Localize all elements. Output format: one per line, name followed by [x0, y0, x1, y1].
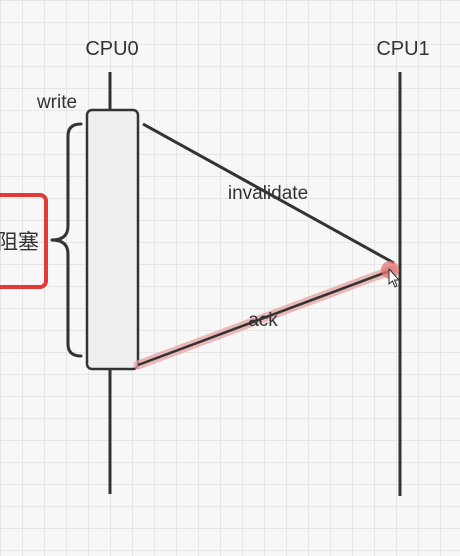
pointer-cursor-icon [388, 267, 401, 288]
ack-message-line [137, 268, 393, 367]
ack-label: ack [248, 310, 278, 331]
blocked-label: 阻塞 [0, 230, 39, 254]
write-label: write [36, 92, 77, 113]
invalidate-message-line [142, 122, 395, 265]
blocked-highlight-box [0, 193, 48, 289]
cpu0-label: CPU0 [85, 38, 138, 60]
cpu0-activation-box [85, 108, 140, 371]
invalidate-label: invalidate [228, 183, 308, 204]
cpu1-label: CPU1 [376, 38, 429, 60]
blocking-brace [50, 122, 83, 358]
